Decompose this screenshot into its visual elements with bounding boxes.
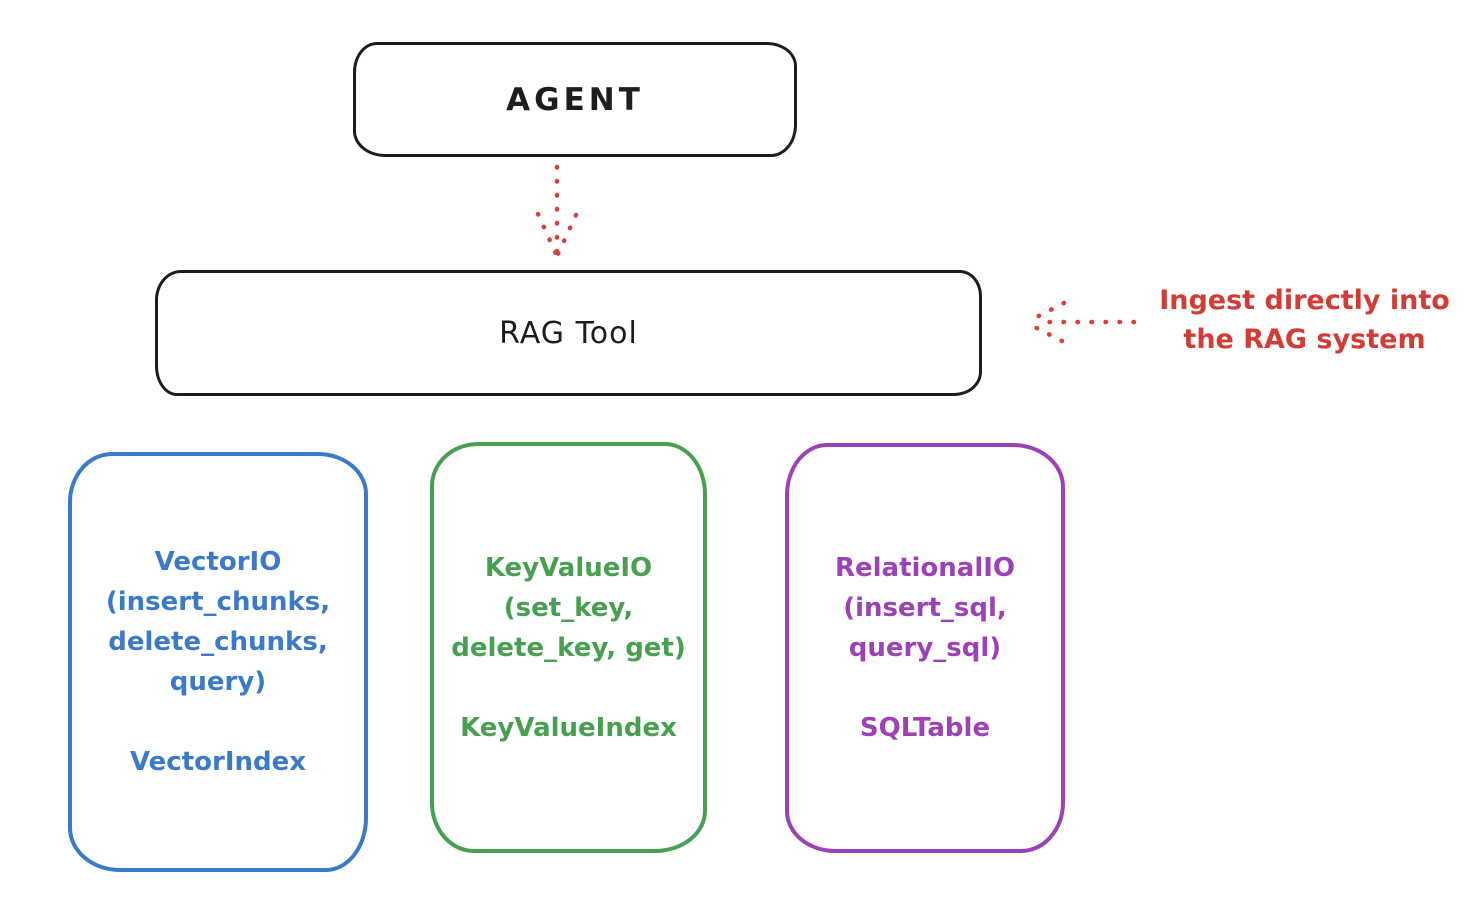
agent-node: AGENT <box>353 42 797 157</box>
rag-tool-node: RAG Tool <box>155 270 982 396</box>
vector-io-node: VectorIO (insert_chunks, delete_chunks, … <box>68 452 368 872</box>
keyvalue-io-node: KeyValueIO (set_key, delete_key, get) Ke… <box>430 442 707 853</box>
vector-index-label: VectorIndex <box>129 747 307 777</box>
sql-table-label: SQLTable <box>859 713 991 743</box>
relational-io-line: query_sql) <box>848 633 1002 663</box>
relational-io-line: (insert_sql, <box>843 593 1007 623</box>
vector-io-line: query) <box>169 667 267 697</box>
vector-io-line: VectorIO <box>154 547 282 577</box>
ingest-arrow <box>1024 300 1137 344</box>
keyvalue-io-line: KeyValueIO <box>484 552 653 583</box>
ingest-annotation-line2: the RAG system <box>1183 324 1426 355</box>
keyvalue-index-label: KeyValueIndex <box>460 712 677 743</box>
relational-io-node: RelationalIO (insert_sql, query_sql) SQL… <box>785 443 1065 853</box>
vector-io-line: delete_chunks, <box>108 627 328 657</box>
keyvalue-io-line: (set_key, <box>503 592 634 623</box>
relational-io-line: RelationalIO <box>834 553 1016 583</box>
rag-tool-label: RAG Tool <box>499 315 638 351</box>
keyvalue-io-line: delete_key, get) <box>451 632 686 663</box>
ingest-annotation-line1: Ingest directly into <box>1159 285 1450 316</box>
agent-to-ragtool-arrow <box>535 164 579 259</box>
ingest-annotation: Ingest directly into the RAG system <box>1132 281 1477 359</box>
agent-label: AGENT <box>506 81 644 118</box>
vector-io-line: (insert_chunks, <box>105 587 331 617</box>
